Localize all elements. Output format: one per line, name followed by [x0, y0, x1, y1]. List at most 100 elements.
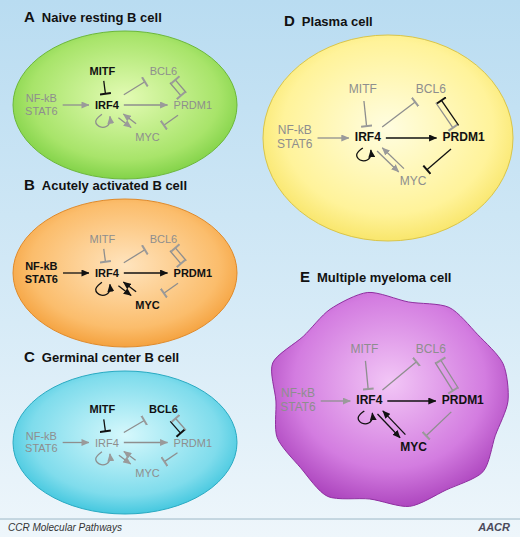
gene-name: MITF [90, 64, 116, 76]
gene-node: IRF4 [352, 129, 384, 147]
gene-node: NF-kB STAT6 [22, 90, 61, 119]
gene-node: IRF4 [92, 97, 122, 114]
gene-name: MYC [135, 467, 159, 479]
cell-name: Naive resting B cell [42, 10, 162, 25]
cell-title: E Multiple myeloma cell [300, 268, 451, 285]
gene-node: MYC [132, 128, 162, 145]
activation-connector [387, 400, 435, 401]
activation-connector [321, 400, 351, 401]
gene-name: MYC [400, 174, 427, 188]
cell-body [272, 292, 509, 506]
cell-shape: BAcutely activated B cellMITFBCL6NF-kB S… [12, 198, 238, 348]
cell-title: B Acutely activated B cell [24, 176, 187, 193]
cell-body [13, 371, 237, 514]
gene-name: BCL6 [150, 232, 178, 244]
cell-body [263, 35, 513, 241]
gene-name: BCL6 [416, 342, 446, 356]
gene-name: PRDM1 [174, 267, 213, 279]
gene-node: NF-kB STAT6 [277, 385, 319, 417]
cell-name: Germinal center B cell [42, 350, 179, 365]
gene-name: NF-kB STAT6 [25, 260, 58, 285]
activation-connector [124, 104, 168, 105]
gene-name: IRF4 [356, 393, 382, 407]
gene-name: MYC [135, 298, 159, 310]
gene-name: MITF [349, 82, 377, 96]
gene-name: BCL6 [149, 403, 178, 415]
gene-node: PRDM1 [171, 434, 216, 451]
gene-node: NF-kB STAT6 [22, 258, 61, 287]
gene-name: NF-kB STAT6 [277, 123, 313, 151]
gene-name: BCL6 [150, 64, 178, 76]
panel-letter: B [24, 176, 35, 193]
footer-rule [0, 519, 520, 520]
activation-connector [63, 272, 89, 273]
activation-connector [63, 104, 89, 105]
gene-name: MITF [350, 342, 378, 356]
gene-node: MYC [132, 296, 162, 313]
gene-node: MITF [346, 81, 380, 99]
gene-name: PRDM1 [174, 436, 213, 448]
gene-node: BCL6 [147, 62, 181, 79]
gene-node: BCL6 [146, 401, 181, 418]
gene-name: BCL6 [416, 82, 446, 96]
panel-letter: A [24, 8, 35, 25]
gene-node: IRF4 [92, 434, 122, 451]
gene-node: MITF [347, 341, 381, 359]
gene-name: MITF [90, 403, 116, 415]
gene-node: MYC [397, 439, 430, 457]
cell-shape: EMultiple myeloma cellMITFBCL6NF-kB STAT… [266, 290, 512, 512]
gene-name: PRDM1 [442, 393, 484, 407]
cell-title: D Plasma cell [284, 12, 373, 29]
cell-body [13, 199, 237, 347]
gene-name: IRF4 [95, 99, 119, 111]
gene-node: NF-kB STAT6 [274, 122, 316, 154]
cell-title: C Germinal center B cell [24, 348, 179, 365]
gene-node: MITF [87, 401, 119, 418]
panel-letter: E [300, 268, 310, 285]
gene-name: NF-kB STAT6 [280, 386, 316, 414]
gene-name: MITF [90, 232, 116, 244]
gene-name: PRDM1 [443, 130, 485, 144]
gene-node: BCL6 [413, 341, 449, 359]
gene-name: MYC [135, 130, 159, 142]
gene-node: PRDM1 [440, 129, 488, 147]
cell-body [13, 31, 237, 179]
panel-letter: D [284, 12, 295, 29]
gene-node: BCL6 [147, 230, 181, 247]
activation-connector [124, 442, 168, 443]
gene-name: MYC [400, 440, 427, 454]
gene-name: IRF4 [95, 267, 119, 279]
cell-shape: ANaive resting B cellMITFBCL6NF-kB STAT6… [12, 30, 238, 180]
gene-node: MITF [87, 230, 119, 247]
cell-name: Acutely activated B cell [42, 178, 187, 193]
activation-connector [386, 137, 437, 138]
cell-shape: DPlasma cellMITFBCL6NF-kB STAT6IRF4PRDM1… [262, 34, 514, 242]
gene-name: NF-kB STAT6 [25, 92, 58, 117]
gene-node: MYC [397, 173, 430, 191]
activation-connector [124, 272, 168, 273]
gene-node: IRF4 [353, 392, 385, 410]
cell-shape: CGerminal center B cellMITFBCL6NF-kB STA… [12, 370, 238, 515]
cell-name: Multiple myeloma cell [317, 270, 451, 285]
activation-connector [63, 442, 89, 443]
activation-connector [318, 137, 349, 138]
cell-title: A Naive resting B cell [24, 8, 162, 25]
publisher-logo: AACR [478, 521, 510, 533]
cell-name: Plasma cell [302, 14, 373, 29]
gene-node: IRF4 [92, 265, 122, 282]
series-name: CCR Molecular Pathways [8, 522, 122, 533]
panel-letter: C [24, 348, 35, 365]
gene-node: PRDM1 [439, 392, 487, 410]
gene-node: PRDM1 [171, 97, 216, 114]
gene-node: BCL6 [413, 81, 449, 99]
gene-node: MITF [87, 62, 119, 79]
gene-name: PRDM1 [174, 99, 213, 111]
gene-name: IRF4 [95, 436, 119, 448]
gene-node: PRDM1 [171, 265, 216, 282]
gene-name: NF-kB STAT6 [25, 430, 58, 455]
gene-node: MYC [132, 465, 162, 482]
gene-node: NF-kB STAT6 [22, 428, 61, 457]
gene-name: IRF4 [355, 130, 381, 144]
